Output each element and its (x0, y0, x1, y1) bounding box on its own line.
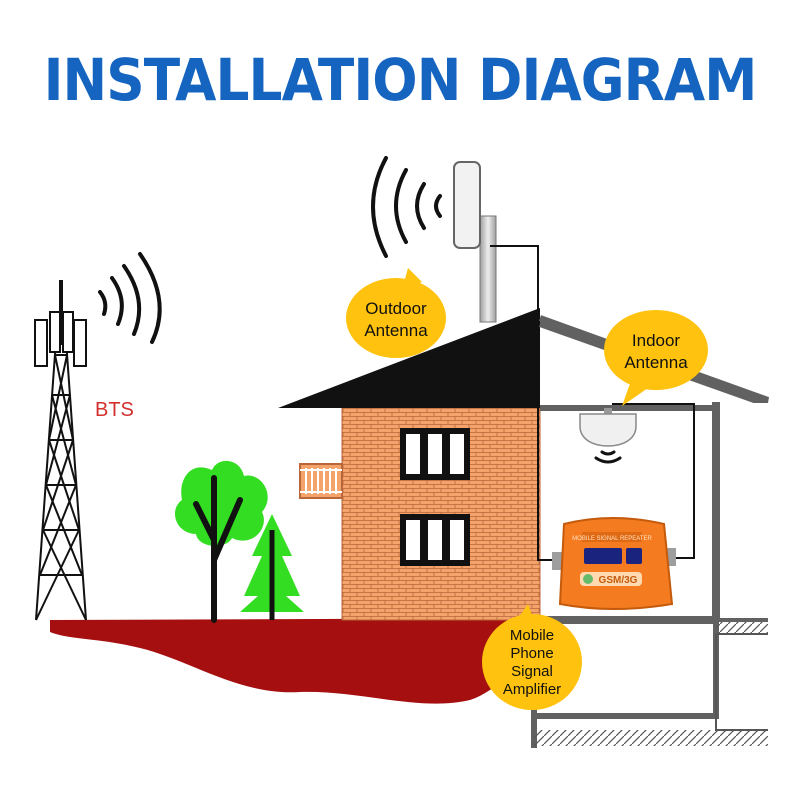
ground (50, 618, 560, 704)
indoor-antenna-icon (579, 408, 637, 447)
callout-amp-line2: Phone (510, 645, 553, 662)
callout-indoor-line1: Indoor (632, 331, 681, 350)
callout-amp-line1: Mobile (510, 627, 554, 644)
diagram-title: INSTALLATION DIAGRAM (43, 46, 758, 114)
device-header-text: MOBILE SIGNAL REPEATER (572, 536, 652, 542)
callout-amplifier: Mobile Phone Signal Amplifier (482, 604, 582, 710)
device-logo-icon (583, 574, 593, 584)
bts-label: BTS (95, 399, 134, 421)
outdoor-antenna-icon (453, 161, 481, 249)
basement-hatch-bottom (534, 730, 768, 746)
antenna-mast (479, 215, 497, 323)
callout-outdoor-line1: Outdoor (365, 299, 427, 318)
basement-hatch-right (716, 622, 768, 634)
window-lower (400, 514, 470, 566)
indoor-antenna-waves-icon (594, 450, 622, 464)
callout-indoor-line2: Antenna (624, 353, 688, 372)
bts-signal-waves-icon (98, 252, 162, 344)
callout-amp-line4: Amplifier (503, 681, 561, 698)
callout-outdoor-line2: Antenna (364, 321, 428, 340)
callout-amp-line3: Signal (511, 663, 553, 680)
device-badge: GSM/3G (599, 575, 638, 586)
callout-indoor-antenna: Indoor Antenna (604, 310, 708, 406)
bts-tower (34, 280, 87, 621)
window-upper (400, 428, 470, 480)
tree-round (174, 460, 268, 623)
signal-amplifier-device: MOBILE SIGNAL REPEATER GSM/3G (552, 517, 676, 610)
callout-outdoor-antenna: Outdoor Antenna (346, 268, 446, 358)
outdoor-antenna-waves-icon (371, 156, 442, 258)
house-roof (278, 308, 540, 408)
cables (490, 245, 695, 561)
balcony (299, 463, 343, 499)
tree-pine (240, 514, 304, 620)
